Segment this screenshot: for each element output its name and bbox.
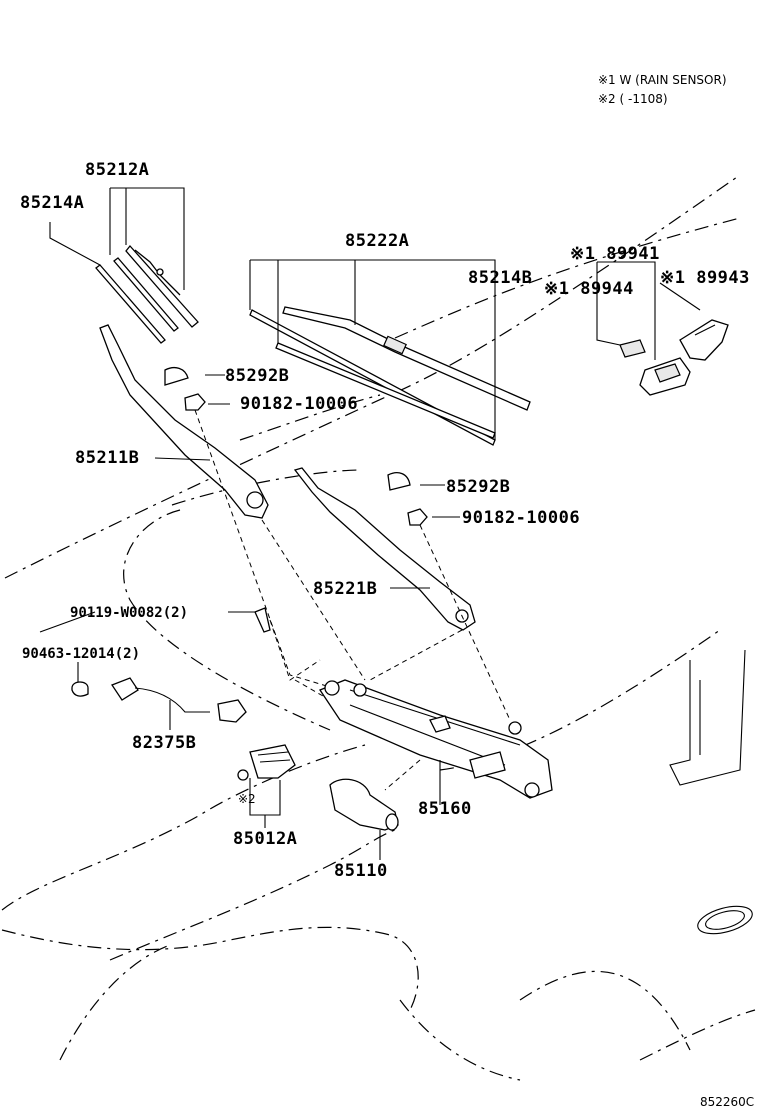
label-85214B: 85214B: [468, 268, 532, 288]
note-rain-sensor: ※1 W (RAIN SENSOR): [598, 73, 727, 87]
label-85292B-top: 85292B: [225, 366, 289, 386]
label-85212A: 85212A: [85, 160, 149, 180]
right-wiper-blade-parts: [249, 259, 531, 446]
wiper-link-assembly: [319, 679, 553, 805]
left-wiper-arm: [99, 324, 269, 519]
left-wiper-blade-parts: [49, 187, 199, 344]
figure-reference-code: 852260C: [700, 1095, 754, 1109]
label-85292B-mid: 85292B: [446, 477, 510, 497]
label-85214A: 85214A: [20, 193, 84, 213]
assembly-guide-lines: [194, 409, 511, 791]
label-89944: ※1 89944: [544, 279, 634, 299]
label-89941: ※1 89941: [570, 244, 660, 264]
label-85221B: 85221B: [313, 579, 377, 599]
label-85110: 85110: [334, 861, 388, 881]
note-date-range: ※2 ( -1108): [598, 92, 668, 106]
label-85211B: 85211B: [75, 448, 139, 468]
note2-marker: ※2: [238, 792, 256, 806]
label-82375B: 82375B: [132, 733, 196, 753]
right-wiper-arm: [293, 467, 476, 631]
label-90182-top: 90182-10006: [240, 394, 358, 414]
rain-sensor-parts: [596, 261, 729, 396]
harness-parts: [39, 607, 271, 730]
label-90182-mid: 90182-10006: [462, 508, 580, 528]
label-89943: ※1 89943: [660, 268, 750, 288]
label-85222A: 85222A: [345, 231, 409, 251]
label-85012A: 85012A: [233, 829, 297, 849]
label-90119: 90119-W0082(2): [70, 605, 188, 621]
motor-and-bracket: [237, 744, 399, 860]
label-85160: 85160: [418, 799, 472, 819]
label-90463: 90463-12014(2): [22, 646, 140, 662]
vehicle-body-outline: [1, 174, 756, 1081]
